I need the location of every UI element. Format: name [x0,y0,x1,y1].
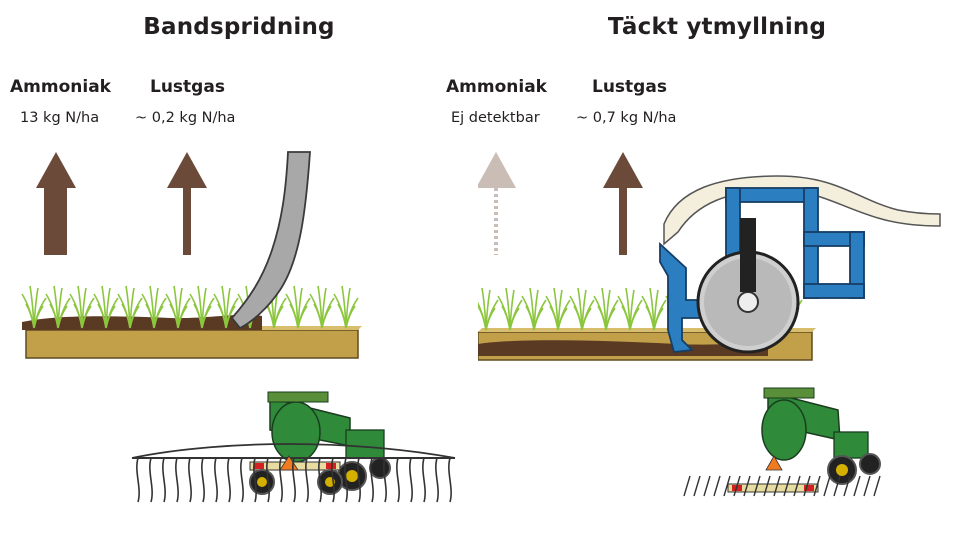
supply-hose [663,175,941,246]
press-wheel [696,218,800,354]
grass-blades [21,285,359,329]
trailing-hose-spreader-machine [131,391,456,503]
ammonia-emission-arrow-faded [478,152,516,255]
gas-label-nitrous-oxide: Lustgas [592,77,667,97]
panel-bandspridning: Bandspridning Ammoniak 13 kg N/ha Lustga… [0,0,478,535]
shallow-injector-machine [683,387,881,497]
incorporated-manure [478,340,768,356]
gas-value-nitrous-oxide: ~ 0,2 kg N/ha [135,110,236,126]
gas-value-ammonia: 13 kg N/ha [20,110,100,126]
gas-value-ammonia: Ej detektbar [451,110,540,126]
panel-title: Bandspridning [143,14,335,40]
gas-label-nitrous-oxide: Lustgas [150,77,225,97]
nitrous-oxide-emission-arrow [603,152,643,255]
trailing-hose [230,151,311,330]
tackt-ytmyllning-illustration [478,152,941,497]
panel-title: Täckt ytmyllning [607,14,827,40]
nitrous-oxide-emission-arrow [167,152,207,255]
bandspridning-illustration [21,151,456,503]
soil-profile [25,326,362,359]
gas-label-ammonia: Ammoniak [446,77,547,97]
panel-tackt-ytmyllning: Täckt ytmyllning Ammoniak Ej detektbar L… [446,0,956,535]
gas-label-ammonia: Ammoniak [10,77,111,97]
gas-value-nitrous-oxide: ~ 0,7 kg N/ha [576,110,677,126]
ammonia-emission-arrow [36,152,76,255]
